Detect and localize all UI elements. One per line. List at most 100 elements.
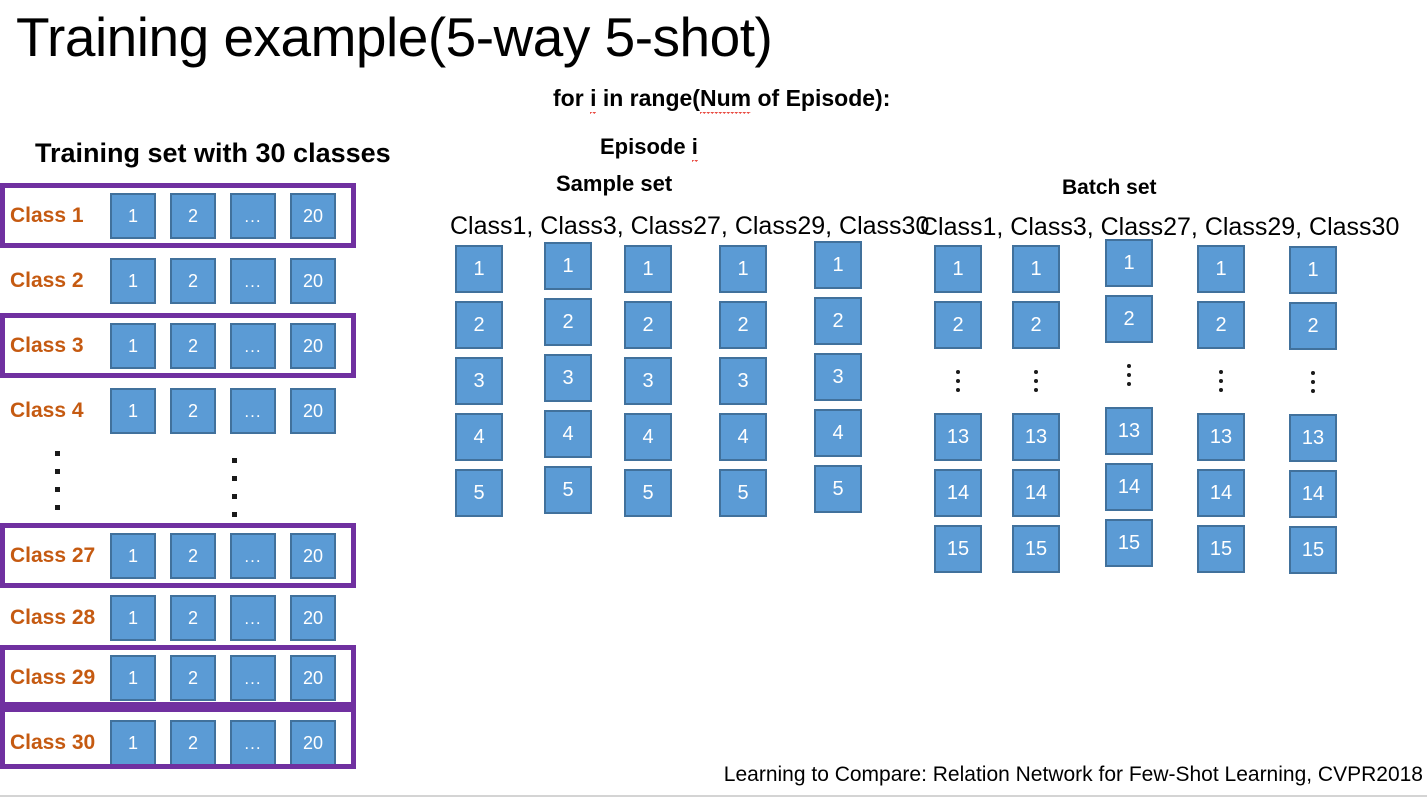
sample-tile-ellipsis[interactable]: ...: [230, 388, 276, 434]
sample-set-column: 1 2 3 4 5: [455, 245, 503, 517]
sample-tile[interactable]: 20: [290, 258, 336, 304]
sample-tile[interactable]: 2: [170, 258, 216, 304]
batch-set-tile[interactable]: 1: [1012, 245, 1060, 293]
sample-tile[interactable]: 20: [290, 533, 336, 579]
batch-set-tile[interactable]: 13: [1289, 414, 1337, 462]
batch-set-tile[interactable]: 2: [1197, 301, 1245, 349]
ellipsis-dot: [1127, 373, 1131, 377]
sample-set-tile[interactable]: 4: [719, 413, 767, 461]
sample-tile-ellipsis[interactable]: ...: [230, 595, 276, 641]
sample-set-tile[interactable]: 4: [455, 413, 503, 461]
batch-set-tile[interactable]: 14: [1289, 470, 1337, 518]
sample-set-tile[interactable]: 1: [544, 242, 592, 290]
sample-set-tile[interactable]: 2: [455, 301, 503, 349]
sample-set-tile[interactable]: 3: [455, 357, 503, 405]
sample-tile[interactable]: 2: [170, 323, 216, 369]
ellipsis-dot: [1219, 379, 1223, 383]
batch-set-tile[interactable]: 13: [1105, 407, 1153, 455]
sample-set-tile[interactable]: 1: [814, 241, 862, 289]
sample-tile[interactable]: 20: [290, 193, 336, 239]
batch-set-vertical-ellipsis: [1289, 358, 1337, 406]
sample-set-tile[interactable]: 2: [814, 297, 862, 345]
batch-set-tile[interactable]: 1: [1289, 246, 1337, 294]
sample-tile[interactable]: 2: [170, 533, 216, 579]
batch-set-tile[interactable]: 2: [1289, 302, 1337, 350]
batch-set-tile[interactable]: 2: [934, 301, 982, 349]
batch-set-tile[interactable]: 15: [1197, 525, 1245, 573]
sample-set-tile[interactable]: 4: [544, 410, 592, 458]
episode-var-i: i: [691, 134, 698, 163]
sample-set-tile[interactable]: 3: [544, 354, 592, 402]
sample-set-tile[interactable]: 5: [814, 465, 862, 513]
batch-set-tile[interactable]: 1: [934, 245, 982, 293]
batch-set-tile[interactable]: 15: [934, 525, 982, 573]
batch-set-tile[interactable]: 13: [1012, 413, 1060, 461]
batch-set-tile[interactable]: 1: [1197, 245, 1245, 293]
sample-tile[interactable]: 1: [110, 193, 156, 239]
sample-set-tile[interactable]: 1: [455, 245, 503, 293]
sample-set-tile[interactable]: 5: [544, 466, 592, 514]
sample-set-tile[interactable]: 3: [814, 353, 862, 401]
sample-set-tile[interactable]: 5: [719, 469, 767, 517]
batch-set-tile[interactable]: 14: [1012, 469, 1060, 517]
sample-tile[interactable]: 1: [110, 258, 156, 304]
sample-set-tile[interactable]: 4: [814, 409, 862, 457]
sample-tile[interactable]: 2: [170, 388, 216, 434]
sample-set-tile[interactable]: 1: [624, 245, 672, 293]
sample-tile-ellipsis[interactable]: ...: [230, 533, 276, 579]
sample-tile[interactable]: 1: [110, 595, 156, 641]
sample-tile-ellipsis[interactable]: ...: [230, 720, 276, 766]
sample-tile[interactable]: 20: [290, 323, 336, 369]
sample-tile-ellipsis[interactable]: ...: [230, 655, 276, 701]
sample-tile-ellipsis[interactable]: ...: [230, 258, 276, 304]
sample-set-tile[interactable]: 4: [624, 413, 672, 461]
batch-set-tile[interactable]: 1: [1105, 239, 1153, 287]
sample-set-tile[interactable]: 2: [719, 301, 767, 349]
batch-set-tile[interactable]: 14: [1105, 463, 1153, 511]
ellipsis-dot: [232, 512, 237, 517]
batch-set-tile[interactable]: 2: [1012, 301, 1060, 349]
sample-set-tile[interactable]: 5: [455, 469, 503, 517]
sample-tile-ellipsis[interactable]: ...: [230, 323, 276, 369]
batch-set-tile[interactable]: 15: [1105, 519, 1153, 567]
sample-tile[interactable]: 1: [110, 655, 156, 701]
batch-set-tile[interactable]: 15: [1012, 525, 1060, 573]
sample-tile-ellipsis[interactable]: ...: [230, 193, 276, 239]
batch-set-heading: Batch set: [1062, 176, 1157, 199]
sample-tile[interactable]: 1: [110, 388, 156, 434]
batch-set-tile[interactable]: 13: [1197, 413, 1245, 461]
sample-tile[interactable]: 2: [170, 595, 216, 641]
sample-tile[interactable]: 20: [290, 595, 336, 641]
sample-set-tile[interactable]: 5: [624, 469, 672, 517]
batch-set-tile[interactable]: 14: [934, 469, 982, 517]
batch-set-tile[interactable]: 13: [934, 413, 982, 461]
ellipsis-dot: [1034, 379, 1038, 383]
batch-set-tile[interactable]: 2: [1105, 295, 1153, 343]
sample-tile[interactable]: 1: [110, 323, 156, 369]
sample-tile[interactable]: 2: [170, 655, 216, 701]
sample-tile[interactable]: 20: [290, 655, 336, 701]
ellipsis-dot: [1311, 380, 1315, 384]
sample-set-tile[interactable]: 2: [544, 298, 592, 346]
batch-set-tile[interactable]: 14: [1197, 469, 1245, 517]
sample-tile[interactable]: 1: [110, 720, 156, 766]
sample-set-tile[interactable]: 2: [624, 301, 672, 349]
sample-set-tile[interactable]: 3: [719, 357, 767, 405]
sample-tile[interactable]: 20: [290, 388, 336, 434]
sample-tile[interactable]: 2: [170, 720, 216, 766]
sample-tile[interactable]: 2: [170, 193, 216, 239]
sample-tile[interactable]: 1: [110, 533, 156, 579]
sample-set-column: 1 2 3 4 5: [624, 245, 672, 517]
sample-tile[interactable]: 20: [290, 720, 336, 766]
sample-set-tile[interactable]: 3: [624, 357, 672, 405]
sample-set-tile[interactable]: 1: [719, 245, 767, 293]
batch-set-tile[interactable]: 15: [1289, 526, 1337, 574]
